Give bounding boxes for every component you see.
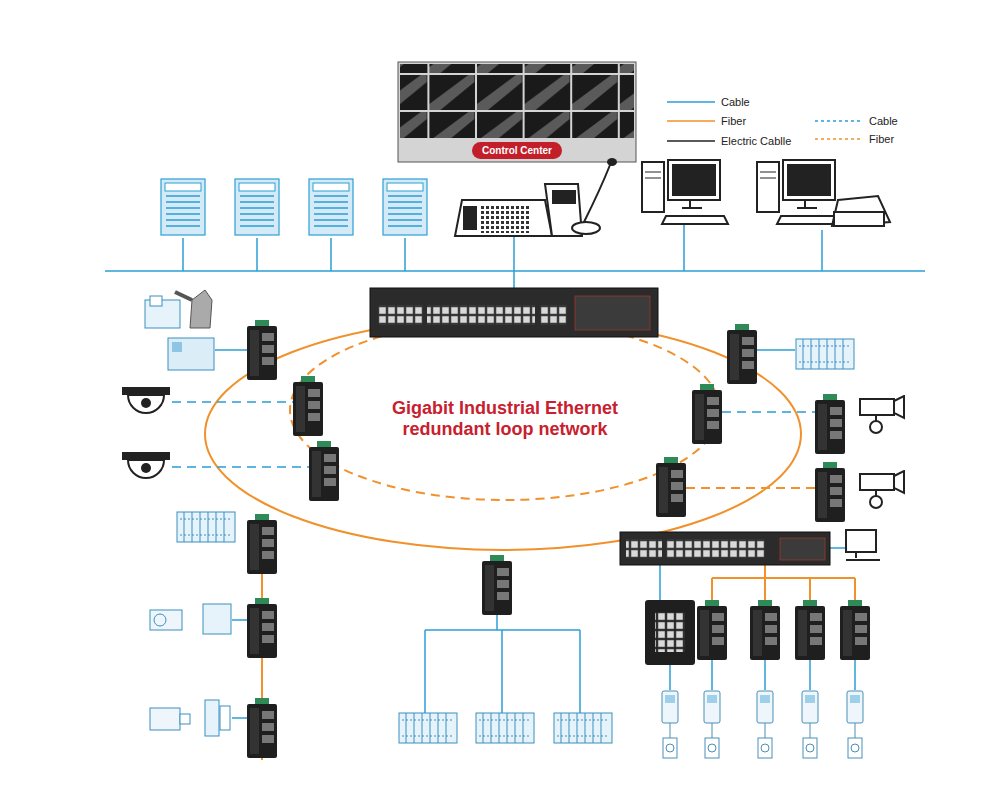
- node-title: Control Center: [472, 142, 562, 159]
- dome-camera: [122, 452, 170, 478]
- media-converter: [815, 462, 845, 522]
- legend-line: [815, 138, 863, 140]
- media-converter: [815, 394, 845, 454]
- drive-motor: [150, 604, 231, 634]
- din-switch: [656, 457, 686, 517]
- legend-line-sample: [667, 134, 715, 148]
- video-wall: [398, 62, 636, 162]
- legend-entry: Fiber: [667, 114, 746, 128]
- din-switch: [247, 320, 277, 380]
- wall-screens: [400, 64, 634, 138]
- bullet-camera: [860, 471, 904, 508]
- server-rack: [235, 179, 279, 235]
- legend-entry: Cable: [815, 114, 898, 128]
- plc-rack: [399, 713, 457, 743]
- legend-text: Cable: [869, 115, 898, 127]
- fiber-wires: [262, 545, 855, 760]
- plc-rack: [554, 713, 612, 743]
- din-switch: [795, 600, 825, 660]
- printer: [832, 196, 890, 226]
- din-switch: [750, 600, 780, 660]
- control-console: [455, 158, 617, 236]
- plc-rack: [476, 713, 534, 743]
- din-switch: [692, 384, 722, 444]
- legend-line-sample: [667, 95, 715, 109]
- field-meter: [802, 691, 818, 758]
- legend-line-sample: [815, 114, 863, 128]
- aggregation-switch: [620, 532, 830, 565]
- din-switch: [247, 698, 277, 758]
- legend-line: [667, 140, 715, 142]
- ring-title: Gigabit Industrial Ethernet redundant lo…: [365, 398, 645, 440]
- din-switch: [697, 600, 727, 660]
- cable-wires: [215, 350, 855, 718]
- io-module: [796, 339, 854, 369]
- fiber-ring-dashed: [290, 320, 720, 500]
- legend-line: [667, 120, 715, 122]
- bullet-camera: [860, 396, 904, 433]
- dome-camera: [122, 387, 170, 413]
- workstation: [642, 160, 728, 224]
- legend-entry: Fiber: [815, 132, 894, 146]
- legend-line: [815, 120, 863, 122]
- din-switch: [247, 598, 277, 658]
- servo-drive: [150, 700, 230, 736]
- legend-text: Electric Cablle: [721, 135, 791, 147]
- din-switch: [293, 376, 323, 436]
- server-rack: [383, 179, 427, 235]
- legend-line: [667, 101, 715, 103]
- operator-pc: [846, 530, 880, 560]
- server-rack: [161, 179, 205, 235]
- rack-switch: [645, 600, 695, 665]
- legend-text: Cable: [721, 96, 750, 108]
- plc-rack: [177, 512, 235, 542]
- core-switch: [370, 288, 658, 337]
- din-switch: [309, 441, 339, 501]
- legend-entry: Cable: [667, 95, 750, 109]
- legend-text: Fiber: [721, 115, 746, 127]
- server-rack: [309, 179, 353, 235]
- workstation: [757, 160, 843, 224]
- legend-line-sample: [667, 114, 715, 128]
- robot-cell: [145, 290, 214, 370]
- control-wall: Control Center: [398, 62, 636, 162]
- fiber-dashed: [686, 487, 815, 489]
- legend-entry: Electric Cablle: [667, 134, 791, 148]
- field-meter: [757, 691, 773, 758]
- din-switch: [482, 555, 512, 615]
- din-switch: [840, 600, 870, 660]
- legend-line-sample: [815, 132, 863, 146]
- din-switch: [247, 514, 277, 574]
- field-meter: [662, 691, 678, 758]
- din-switch: [727, 324, 757, 384]
- field-meter: [847, 691, 863, 758]
- fiber-ring: [205, 318, 801, 550]
- legend-text: Fiber: [869, 133, 894, 145]
- field-meter: [704, 691, 720, 758]
